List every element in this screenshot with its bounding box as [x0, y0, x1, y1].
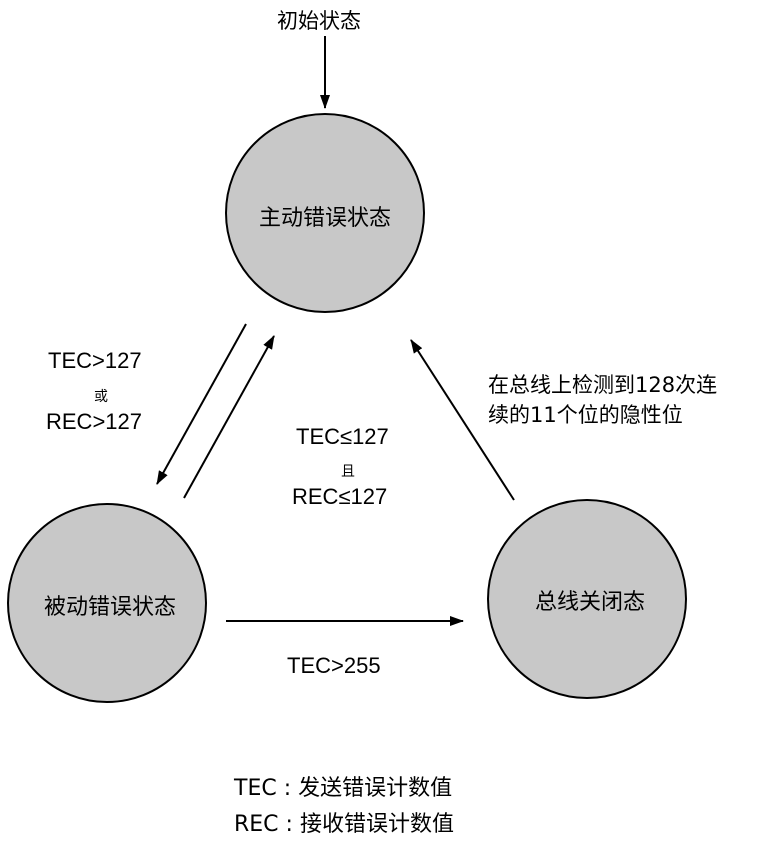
to-passive-conj: 或	[94, 389, 108, 405]
initial-state-label: 初始状态	[277, 9, 361, 33]
legend-rec: REC : 接收错误计数值	[234, 812, 454, 837]
arrow-busoff-to-active	[410, 339, 515, 501]
error-active-label: 主动错误状态	[258, 206, 392, 231]
node-bus-off	[487, 499, 687, 699]
legend-tec: TEC : 发送错误计数值	[234, 776, 453, 801]
to-bus-off-cond: TEC>255	[287, 653, 381, 678]
node-error-passive	[7, 503, 207, 703]
to-active-tec: TEC≤127	[296, 424, 389, 449]
to-active-conj: 且	[341, 464, 355, 480]
recover-line2: 续的11个位的隐性位	[488, 403, 683, 427]
node-error-active	[225, 113, 425, 313]
error-passive-label: 被动错误状态	[43, 595, 177, 620]
to-passive-tec: TEC>127	[48, 348, 142, 373]
to-passive-rec: REC>127	[46, 409, 143, 434]
recover-line1: 在总线上检测到128次连	[488, 373, 718, 397]
to-active-rec: REC≤127	[292, 484, 388, 509]
arrow-active-to-passive	[156, 323, 247, 485]
bus-off-label: 总线关闭态	[534, 590, 646, 615]
arrow-passive-to-active	[183, 335, 275, 499]
